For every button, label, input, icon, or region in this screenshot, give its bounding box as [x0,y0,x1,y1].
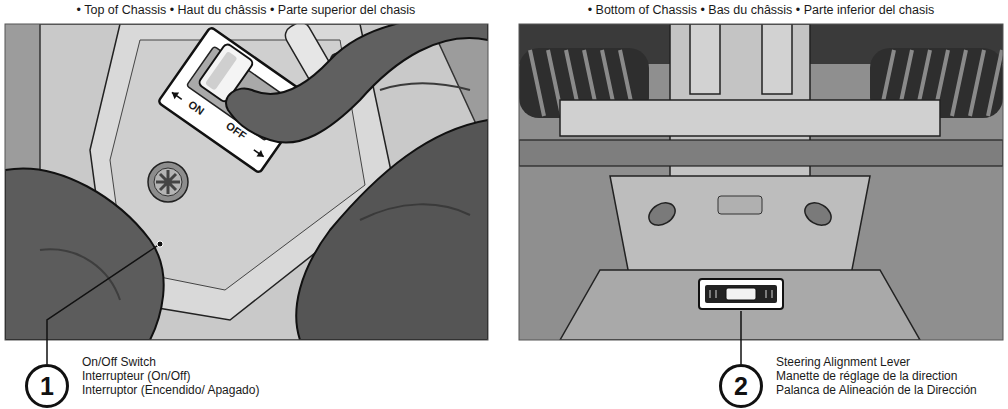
part-caption: On/Off Switch [82,356,156,369]
callout-circle: 2 [719,364,763,408]
panel-heading: • Bottom of Chassis • Bas du châssis • P… [588,4,935,17]
bottom-chassis-illustration [519,24,1003,340]
top-chassis-illustration [5,24,488,340]
part-caption: Manette de réglage de la direction [776,370,957,383]
leader-line [47,244,160,364]
leader-line [740,311,742,364]
part-caption: Steering Alignment Lever [776,356,910,369]
part-caption: Interruptor (Encendido/ Apagado) [82,384,259,397]
callout-number: 2 [734,374,748,399]
callout-number: 1 [40,374,54,399]
part-caption: Palanca de Alineación de la Dirección [776,384,977,397]
panel-heading: • Top of Chassis • Haut du châssis • Par… [77,4,416,17]
callout-circle: 1 [25,364,69,408]
part-caption: Interrupteur (On/Off) [82,370,191,383]
